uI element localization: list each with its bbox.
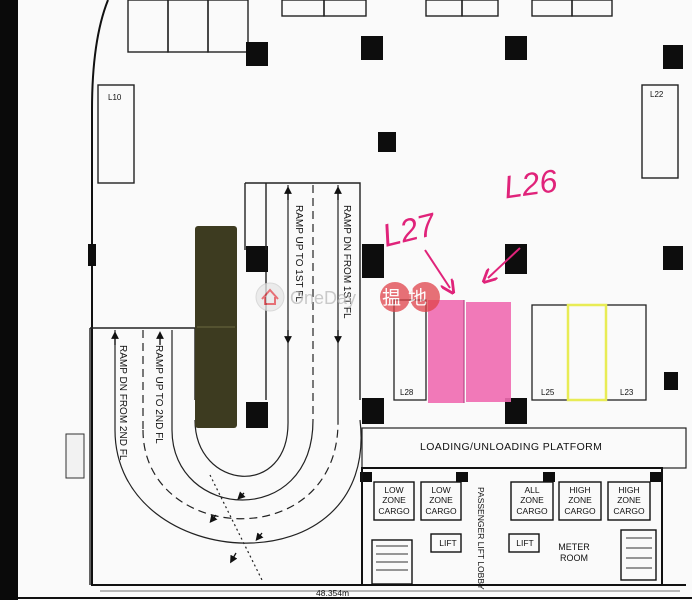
bay-l24-yellow-outline [566,303,608,402]
ramp-lanes [114,185,362,581]
meter-room-line2: ROOM [560,553,588,563]
lift-label-2: LIFT [516,538,533,548]
high-zone-cargo-2-line2: ZONE [617,495,641,505]
lift-label-1: LIFT [439,538,456,548]
low-zone-cargo-2-line2: ZONE [429,495,453,505]
cargo-lifts [371,481,657,585]
ramp-dn-2nd-label: RAMP DN FROM 2ND FL [117,345,128,461]
loading-platform-label: LOADING/UNLOADING PLATFORM [420,441,602,453]
annotation-arrow-l26 [488,247,521,278]
oneday-watermark: OneDay 揾地 [255,282,440,312]
ramp-arrows [111,186,342,564]
watermark-brand-zh: 揾地 [382,287,434,309]
passenger-lift-lobby-label: PASSENGER LIFT LOBBY [476,487,486,590]
all-zone-cargo-line1: ALL [524,485,539,495]
high-zone-cargo-1-line1: HIGH [569,485,590,495]
top-parking-bays [127,0,613,53]
ramp-dn-1st-label: RAMP DN FROM 1ST FL [341,205,352,319]
watermark-logo-icon [255,282,285,312]
bay-l23-label: L23 [620,388,634,397]
bay-l22-label: L22 [650,90,664,99]
ramp-up-1st-label: RAMP UP TO 1ST FL [293,205,304,302]
structural-columns [88,36,683,482]
floor-area [18,0,692,600]
bay-l27-highlight [428,300,464,403]
high-zone-cargo-2-line1: HIGH [618,485,639,495]
all-zone-cargo-line2: ZONE [520,495,544,505]
annotation-l26: L26 [502,162,560,205]
bay-l28-label: L28 [400,388,414,397]
outer-wall [91,0,686,586]
high-zone-cargo-2-line3: CARGO [613,506,645,516]
low-zone-cargo-1-line2: ZONE [382,495,406,505]
low-zone-cargo-2-line3: CARGO [425,506,457,516]
bay-l26-highlight [466,302,511,402]
lift-core [361,467,663,586]
bay-l10-label: L10 [108,93,122,102]
dimension-label: 48.354m [316,588,349,598]
bay-l22 [641,84,679,179]
high-zone-cargo-1-line3: CARGO [564,506,596,516]
bay-l25-label: L25 [541,388,555,397]
stair-hatch [376,537,652,571]
left-feature [65,433,85,479]
watermark-brand-en: OneDay [290,288,356,308]
ramp-up-2nd-label: RAMP UP TO 2ND FL [153,345,164,444]
bay-l10 [97,84,135,184]
meter-room-line1: METER [558,542,590,552]
low-zone-cargo-2-line1: LOW [431,485,450,495]
low-zone-cargo-1-line3: CARGO [378,506,410,516]
all-zone-cargo-line3: CARGO [516,506,548,516]
low-zone-cargo-1-line1: LOW [384,485,403,495]
annotation-arrow-l27 [424,249,450,288]
left-dark-strip [0,0,18,600]
cargo-lift-labels: LOW ZONE CARGO LOW ZONE CARGO ALL ZONE C… [378,485,645,563]
high-zone-cargo-1-line2: ZONE [568,495,592,505]
